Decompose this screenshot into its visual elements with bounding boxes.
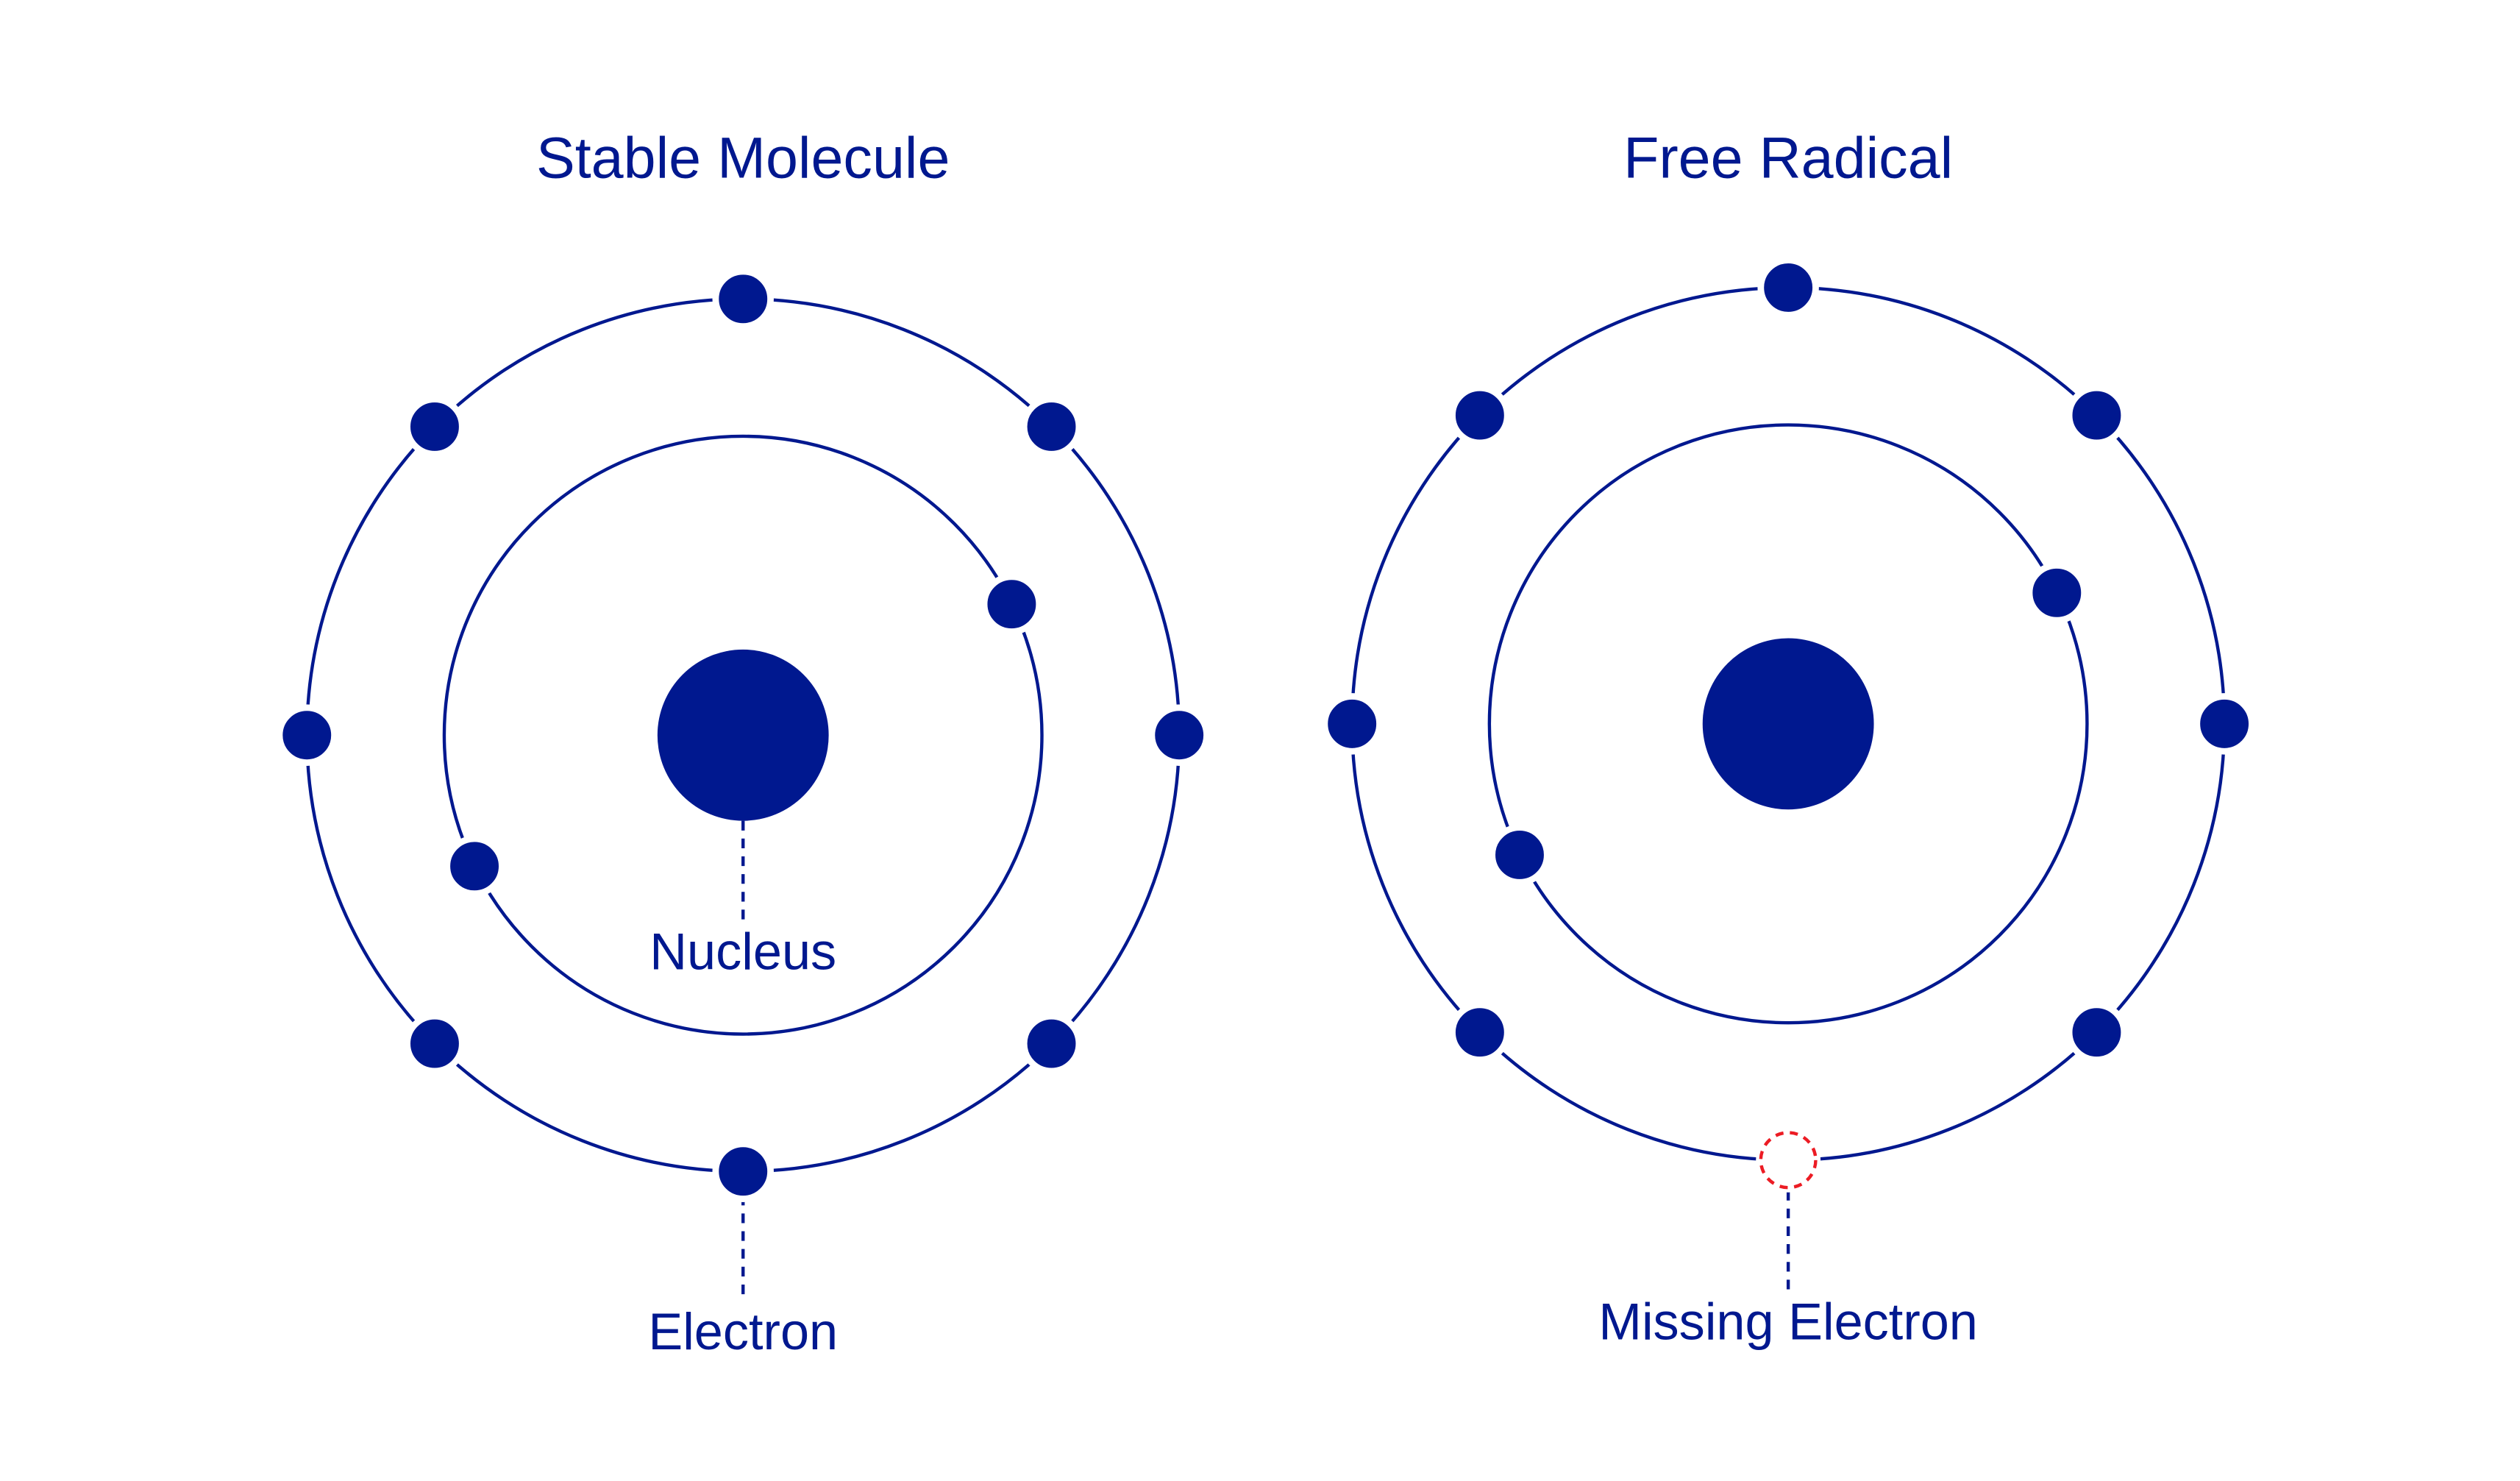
stable-molecule-atom: Stable Molecule Nucleus Electron [276, 125, 1210, 1360]
outer-electron [1020, 1012, 1083, 1075]
outer-electron [1148, 704, 1210, 766]
inner-orbit [442, 434, 1044, 1036]
outer-electron [1757, 257, 1819, 319]
outer-electron [712, 268, 774, 330]
stable-molecule-title: Stable Molecule [536, 125, 950, 191]
free-radical-atom: Free Radical Missing Electron [1321, 125, 2255, 1351]
nucleus [1702, 638, 1874, 810]
nucleus-label: Nucleus [649, 923, 836, 981]
inner-electron [2026, 562, 2088, 624]
outer-electron [404, 396, 466, 458]
outer-electron [404, 1012, 466, 1075]
outer-electron [1449, 1001, 1511, 1063]
outer-electron [2193, 693, 2255, 755]
missing-electron-label: Missing Electron [1598, 1293, 1977, 1351]
inner-electron [444, 835, 505, 898]
nucleus [657, 649, 829, 821]
inner-orbit [1487, 423, 2089, 1025]
outer-electron [276, 704, 338, 766]
free-radical-title: Free Radical [1623, 125, 1953, 191]
outer-electron [2065, 384, 2128, 447]
electron-label: Electron [648, 1302, 838, 1360]
missing-electron [1759, 1131, 1818, 1190]
outer-electron [2065, 1001, 2128, 1063]
outer-electron [1321, 693, 1383, 755]
outer-electron [712, 1140, 774, 1202]
outer-electron [1449, 384, 1511, 447]
inner-electron [980, 573, 1043, 635]
outer-electron [1020, 396, 1083, 458]
inner-electron [1489, 824, 1551, 886]
